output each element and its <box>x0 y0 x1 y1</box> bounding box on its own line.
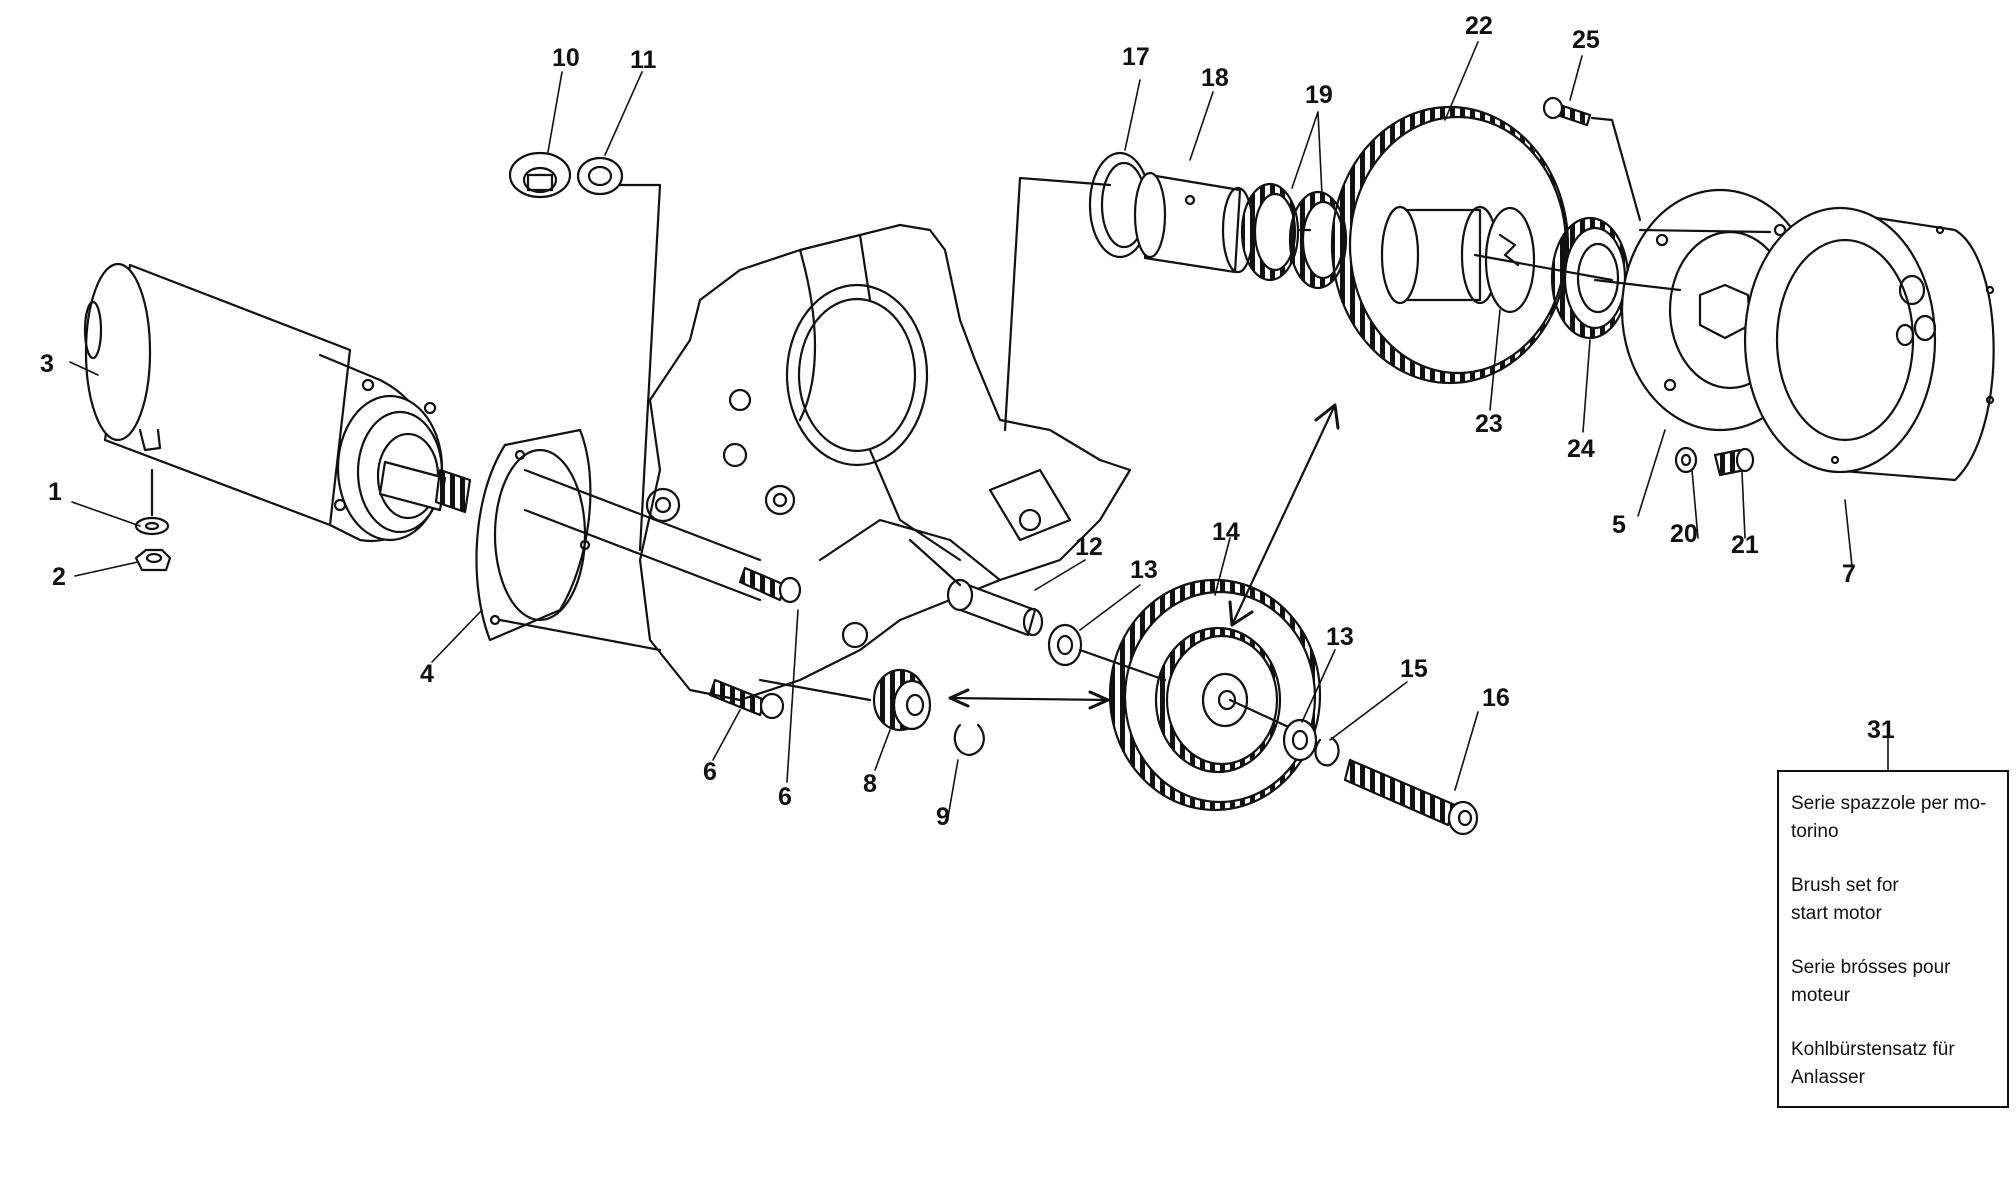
callout-15: 15 <box>1400 655 1428 683</box>
note-german-line-1: Kohlbürstensatz für <box>1791 1039 1955 1060</box>
flywheel-ring-part-7 <box>1743 206 1995 482</box>
callout-16: 16 <box>1482 684 1510 712</box>
plug-part-10 <box>508 151 572 199</box>
callout-31: 31 <box>1867 716 1895 744</box>
washer-inner <box>144 521 160 531</box>
callout-13-left: 13 <box>1130 556 1158 584</box>
washer-part-11 <box>576 156 624 196</box>
note-english-line-1: Brush set for <box>1791 875 1899 896</box>
parts-note-box: Serie spazzole per mo- torino Brush set … <box>1777 770 2009 1108</box>
callout-21: 21 <box>1731 531 1759 559</box>
callout-10: 10 <box>552 44 580 72</box>
callout-2: 2 <box>52 563 66 591</box>
callout-14: 14 <box>1212 518 1240 546</box>
gear-part-22 <box>1330 105 1570 385</box>
note-italian-line-1: Serie spazzole per mo- <box>1791 793 1987 814</box>
washer-part-13-left <box>1047 623 1083 667</box>
hub-part-18 <box>1133 171 1255 274</box>
callout-18: 18 <box>1201 64 1229 92</box>
circlip-part-9 <box>953 723 985 757</box>
bolt-part-16 <box>1343 758 1479 836</box>
nut-part-2 <box>134 548 172 572</box>
ring-part-23 <box>1484 206 1536 314</box>
screw-part-25 <box>1542 96 1592 127</box>
plug-part-21 <box>1713 447 1755 477</box>
crankcase-housing <box>638 223 1132 702</box>
bearing-part-24 <box>1550 216 1630 340</box>
callout-11: 11 <box>630 46 657 74</box>
callout-23: 23 <box>1475 410 1503 438</box>
engagement-arrow <box>1228 403 1340 627</box>
note-english-line-2: start motor <box>1791 903 1882 924</box>
callout-17: 17 <box>1122 43 1150 71</box>
starter-motor <box>83 262 472 542</box>
washer-part-13-right <box>1282 718 1318 762</box>
callout-12: 12 <box>1075 533 1103 561</box>
callout-6-left: 6 <box>703 758 717 786</box>
callout-4: 4 <box>420 660 434 688</box>
clip-part-15 <box>1314 736 1340 767</box>
callout-20: 20 <box>1670 520 1698 548</box>
callout-19: 19 <box>1305 81 1333 109</box>
gasket-part-4 <box>475 428 592 642</box>
callout-22: 22 <box>1465 12 1493 40</box>
callout-25: 25 <box>1572 26 1600 54</box>
callout-13-right: 13 <box>1326 623 1354 651</box>
callout-5: 5 <box>1612 511 1626 539</box>
leader-lines <box>69 41 1889 818</box>
note-german-line-2: Anlasser <box>1791 1067 1865 1088</box>
washer-part-20 <box>1674 446 1698 474</box>
note-french-line-2: moteur <box>1791 985 1851 1006</box>
callout-24: 24 <box>1567 435 1595 463</box>
callout-7: 7 <box>1842 560 1856 588</box>
note-italian-line-2: torino <box>1791 821 1839 842</box>
callout-1: 1 <box>48 478 62 506</box>
washer-part-1 <box>134 516 170 536</box>
meshing-arrow <box>948 688 1110 710</box>
callout-8: 8 <box>863 770 877 798</box>
note-french-line-1: Serie brósses pour <box>1791 957 1951 978</box>
gear-part-14 <box>1108 578 1322 812</box>
callout-3: 3 <box>40 350 54 378</box>
callout-9: 9 <box>936 803 950 831</box>
shaft-part-12 <box>946 578 1044 637</box>
bearing-part-19 <box>1240 182 1348 290</box>
gear-part-8 <box>872 668 932 732</box>
callout-6-right: 6 <box>778 783 792 811</box>
screw-part-6-lower <box>708 678 785 720</box>
screw-part-6-upper <box>738 566 802 604</box>
